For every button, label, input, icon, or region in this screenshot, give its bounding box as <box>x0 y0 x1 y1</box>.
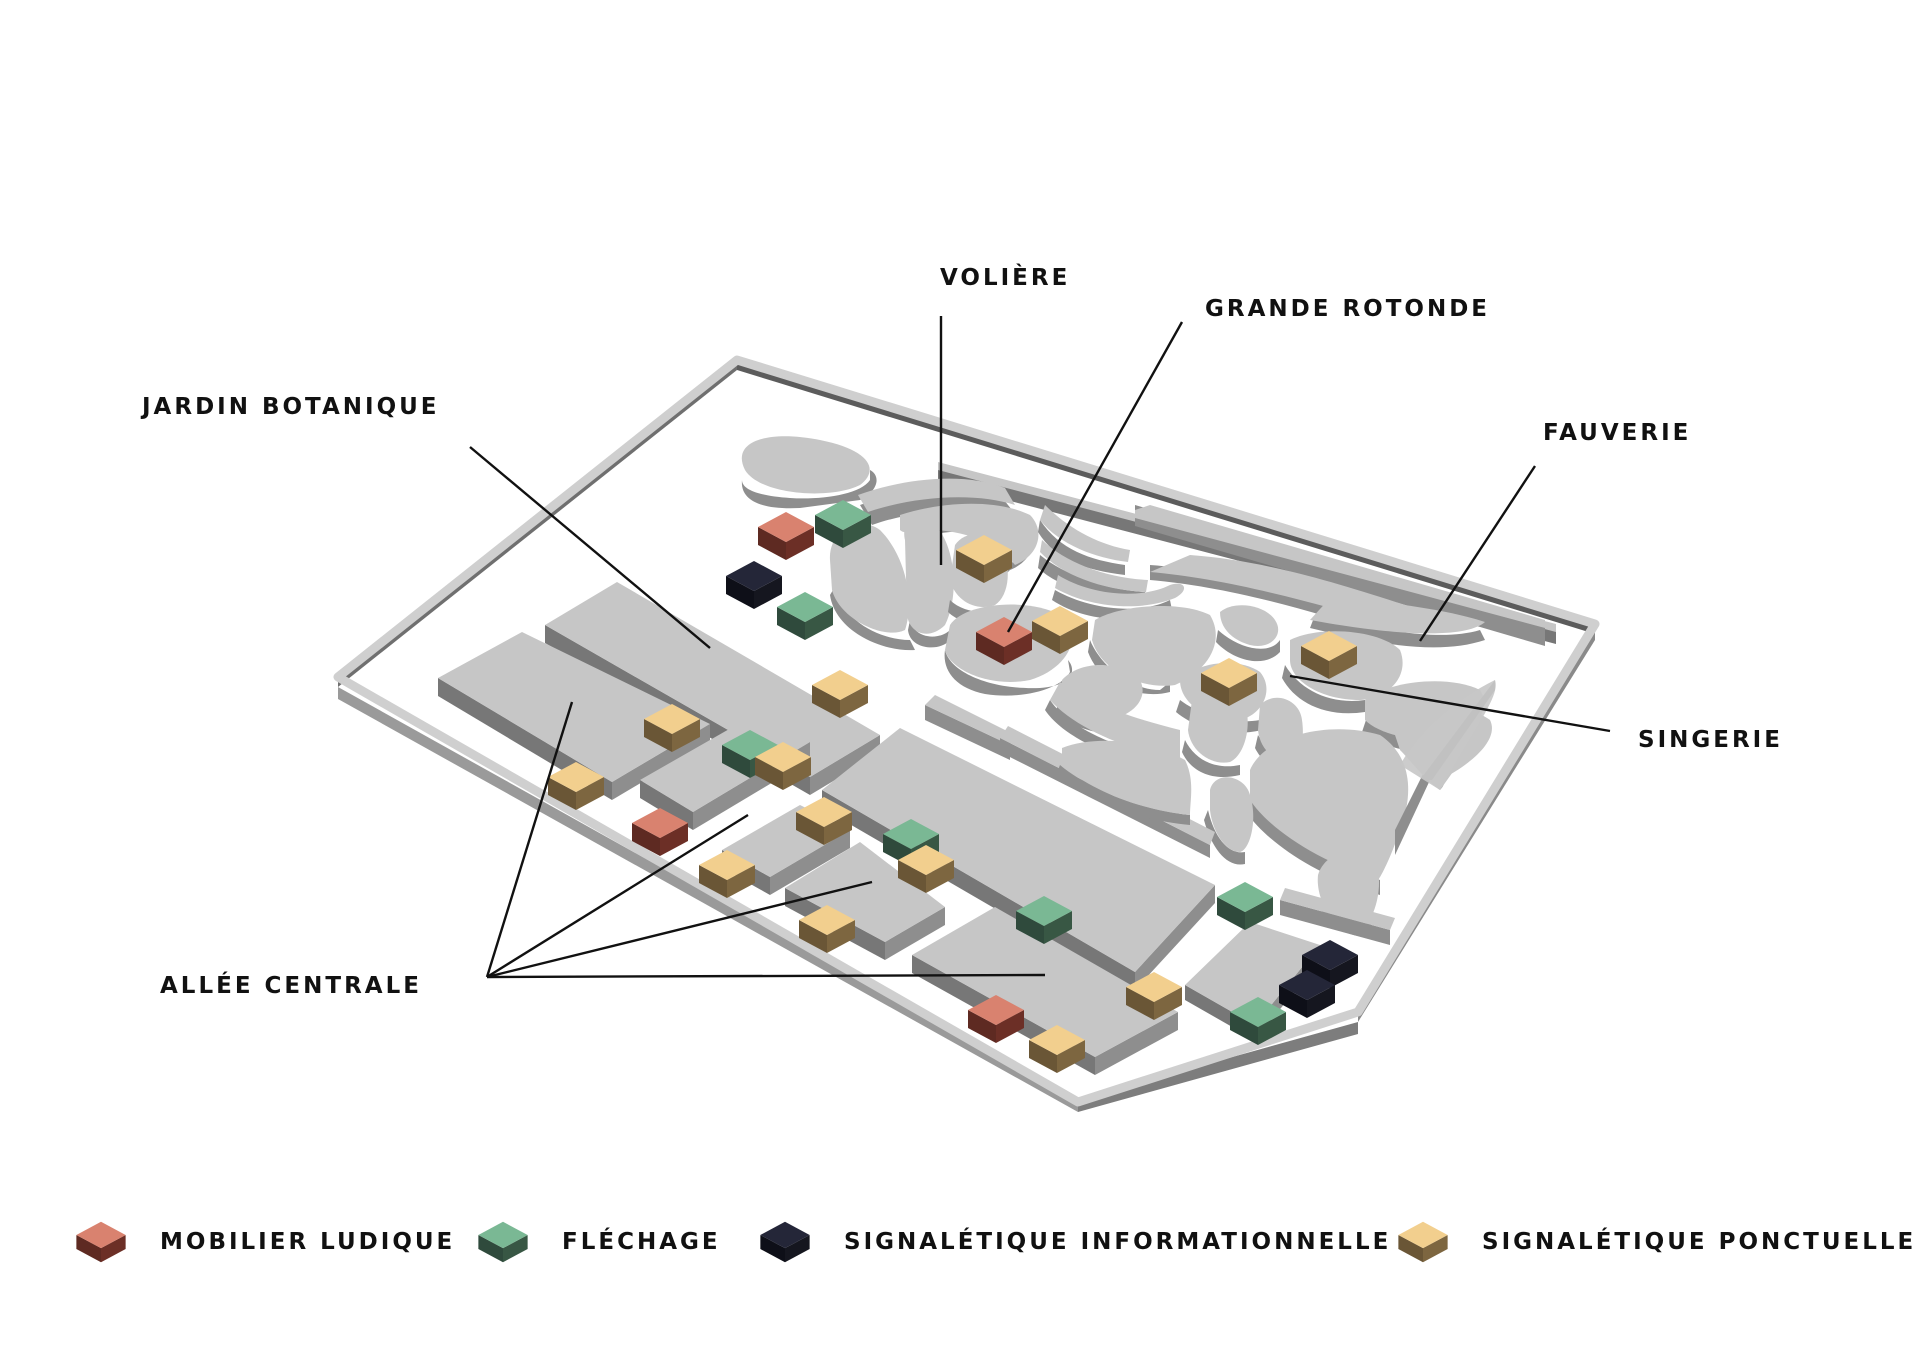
mobilier-ludique-cube-icon <box>76 1221 126 1263</box>
marker-flechage <box>815 500 871 548</box>
marker-ludique <box>758 512 814 560</box>
leader-allee-4 <box>486 973 1046 979</box>
marker-ponctuelle <box>1201 658 1257 706</box>
marker-info <box>1279 970 1335 1018</box>
markers <box>548 500 1358 1073</box>
signaletique-ponctuelle-cube-icon <box>1398 1221 1448 1263</box>
leader-singerie <box>1289 674 1611 733</box>
leader-lines <box>469 316 1611 979</box>
legend-item-signaletique-informationnelle: SIGNALÉTIQUE INFORMATIONNELLE <box>756 1220 1391 1264</box>
zone-labels: VOLIÈRE GRANDE ROTONDE JARDIN BOTANIQUE … <box>140 263 1783 999</box>
marker-ponctuelle <box>898 845 954 893</box>
legend-label: SIGNALÉTIQUE PONCTUELLE <box>1482 1229 1917 1255</box>
marker-ponctuelle <box>1301 631 1357 679</box>
marker-ludique <box>968 995 1024 1043</box>
marker-ludique <box>976 617 1032 665</box>
marker-ludique <box>632 808 688 856</box>
marker-flechage <box>1217 882 1273 930</box>
leader-allee-1 <box>485 701 574 978</box>
legend-item-flechage: FLÉCHAGE <box>474 1220 721 1264</box>
legend-label: MOBILIER LUDIQUE <box>160 1229 456 1255</box>
marker-ponctuelle <box>548 762 604 810</box>
label-singerie: SINGERIE <box>1638 727 1783 753</box>
legend-label: SIGNALÉTIQUE INFORMATIONNELLE <box>844 1229 1392 1255</box>
label-allee-centrale: ALLÉE CENTRALE <box>160 971 422 999</box>
signaletique-informationnelle-cube-icon <box>760 1221 810 1263</box>
leader-jardin-botanique <box>469 446 711 649</box>
legend-label: FLÉCHAGE <box>562 1229 721 1255</box>
marker-flechage <box>777 592 833 640</box>
marker-ponctuelle <box>644 704 700 752</box>
legend: MOBILIER LUDIQUE FLÉCHAGE SIGNALÉTIQUE I… <box>0 1210 1920 1300</box>
marker-ponctuelle <box>799 905 855 953</box>
legend-item-signaletique-ponctuelle: SIGNALÉTIQUE PONCTUELLE <box>1394 1220 1916 1264</box>
marker-info <box>726 561 782 609</box>
label-jardin-botanique: JARDIN BOTANIQUE <box>140 394 440 420</box>
marker-ponctuelle <box>699 850 755 898</box>
marker-flechage <box>1230 997 1286 1045</box>
leader-allee-3 <box>486 880 873 979</box>
marker-ponctuelle <box>796 797 852 845</box>
legend-item-mobilier-ludique: MOBILIER LUDIQUE <box>72 1220 455 1264</box>
marker-ponctuelle <box>1126 972 1182 1020</box>
leader-fauverie <box>1418 465 1537 642</box>
marker-flechage <box>1016 896 1072 944</box>
flechage-cube-icon <box>478 1221 528 1263</box>
marker-ponctuelle <box>1032 606 1088 654</box>
marker-ponctuelle <box>755 742 811 790</box>
leader-allee-2 <box>486 813 749 979</box>
label-grande-rotonde: GRANDE ROTONDE <box>1205 296 1490 322</box>
label-fauverie: FAUVERIE <box>1543 420 1691 446</box>
marker-ponctuelle <box>1029 1025 1085 1073</box>
marker-ponctuelle <box>956 535 1012 583</box>
marker-ponctuelle <box>812 670 868 718</box>
leader-grande-rotonde <box>1006 321 1184 633</box>
label-voliere: VOLIÈRE <box>940 263 1070 291</box>
enclosure-wall <box>333 355 1600 1112</box>
